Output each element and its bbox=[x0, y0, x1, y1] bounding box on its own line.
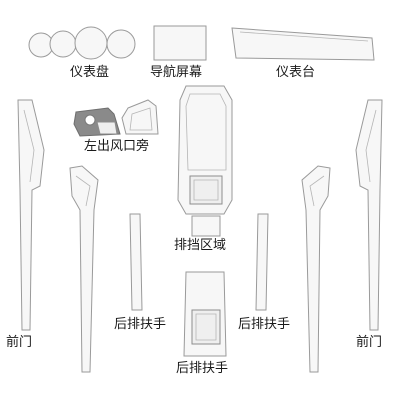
gauge-circle-3 bbox=[74, 26, 108, 60]
gauge-circle-1 bbox=[28, 32, 54, 58]
vent-piece-insert bbox=[96, 121, 118, 135]
center-console-lower-inner bbox=[193, 179, 219, 201]
dashboard-strip-line bbox=[239, 31, 369, 42]
vent-piece-right-inner bbox=[129, 107, 153, 131]
front-door-left-strip-2-line bbox=[75, 175, 91, 207]
navigation-screen-rect bbox=[153, 25, 207, 61]
rear-armrest-left-film bbox=[129, 213, 143, 311]
dashboard-film bbox=[231, 27, 375, 61]
rear-armrest-center-inner-box bbox=[191, 309, 221, 345]
rear-armrest-center-film bbox=[183, 271, 227, 357]
label-front-door-right: 前门 bbox=[356, 335, 383, 350]
front-door-left-film bbox=[17, 99, 99, 373]
label-dashboard: 仪表台 bbox=[276, 65, 316, 80]
front-door-right-strip-1-line bbox=[365, 109, 377, 183]
rear-armrest-left-strip bbox=[129, 213, 143, 311]
center-console-upper-panel bbox=[185, 93, 227, 171]
front-door-right-strip-2-line bbox=[309, 175, 325, 207]
front-door-right-strip-2 bbox=[301, 165, 331, 373]
label-rear-armrest-right: 后排扶手 bbox=[238, 317, 291, 332]
gauge-circle-2 bbox=[49, 30, 77, 58]
navigation-screen-film bbox=[153, 25, 207, 61]
front-door-left-strip-2 bbox=[69, 165, 99, 373]
air-vent-side-film bbox=[73, 99, 159, 137]
front-door-right-strip-1 bbox=[355, 99, 383, 331]
front-door-right-film bbox=[301, 99, 383, 373]
gear-area-film bbox=[191, 215, 221, 237]
label-gear-area: 排挡区域 bbox=[174, 238, 227, 253]
rear-armrest-right-strip bbox=[255, 213, 269, 311]
label-navigation-screen: 导航屏幕 bbox=[150, 65, 203, 80]
dashboard-strip bbox=[231, 27, 375, 61]
instrument-panel-film bbox=[28, 26, 136, 60]
gear-area-rect bbox=[191, 215, 221, 237]
label-air-vent-side: 左出风口旁 bbox=[84, 139, 150, 154]
rear-armrest-right-film bbox=[255, 213, 269, 311]
label-rear-armrest-center: 后排扶手 bbox=[176, 361, 229, 376]
label-rear-armrest-left: 后排扶手 bbox=[114, 317, 167, 332]
label-front-door-left: 前门 bbox=[6, 335, 33, 350]
vent-piece-hole bbox=[84, 114, 96, 126]
center-console-lower-box bbox=[189, 175, 223, 205]
front-door-left-strip-1 bbox=[17, 99, 45, 331]
center-console-film bbox=[177, 85, 233, 215]
label-instrument-panel: 仪表盘 bbox=[70, 65, 110, 80]
vent-piece-right bbox=[121, 99, 159, 135]
gauge-circle-4 bbox=[106, 29, 136, 59]
front-door-left-strip-1-line bbox=[23, 109, 35, 183]
rear-armrest-center-inner-line bbox=[195, 313, 217, 341]
